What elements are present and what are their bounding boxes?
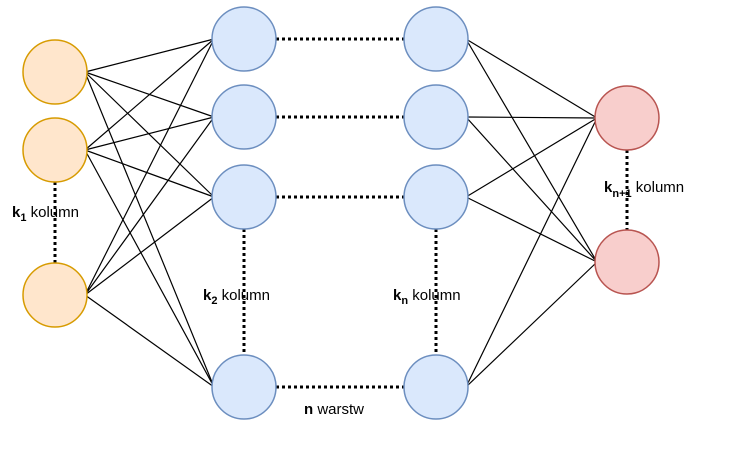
edge-input-2-to-hidden-1-3 [84,294,215,388]
edge-hidden-n-2-to-output-1 [465,196,598,263]
neurons [22,6,660,420]
edge-hidden-n-2-to-output-0 [465,117,598,198]
edge-input-0-to-hidden-1-3 [84,71,215,388]
edge-input-1-to-hidden-1-1 [84,116,215,151]
edge-hidden-n-1-to-output-1 [465,116,598,263]
neuron-output-0 [594,85,660,151]
neuron-hidden-n-0 [403,6,469,72]
edge-hidden-n-0-to-output-1 [465,38,598,263]
neuron-input-1 [22,117,88,183]
edge-input-2-to-hidden-1-0 [84,38,215,296]
label-k2-kolumn: k2 kolumn [203,287,270,307]
dotted-links [53,37,629,389]
neuron-hidden-1-1 [211,84,277,150]
neuron-hidden-1-3 [211,354,277,420]
edge-hidden-n-1-to-output-0 [465,116,598,119]
edge-input-1-to-hidden-1-0 [84,38,215,151]
neuron-output-1 [594,229,660,295]
neuron-hidden-1-0 [211,6,277,72]
edge-hidden-n-3-to-output-1 [465,261,598,388]
edge-input-1-to-hidden-1-2 [84,149,215,198]
neuron-input-0 [22,39,88,105]
edge-input-1-to-hidden-1-3 [84,149,215,388]
neuron-input-2 [22,262,88,328]
connections [84,38,598,388]
label-kn1-kolumn: kn+1 kolumn [604,179,684,200]
neuron-hidden-n-2 [403,164,469,230]
label-n-warstw: n warstw [304,401,364,418]
edge-input-2-to-hidden-1-1 [84,116,215,296]
label-kn-kolumn: kn kolumn [393,287,461,307]
neuron-hidden-1-2 [211,164,277,230]
edge-hidden-n-3-to-output-0 [465,117,598,388]
edge-input-2-to-hidden-1-2 [84,196,215,296]
edge-input-0-to-hidden-1-0 [84,38,215,73]
edge-input-0-to-hidden-1-2 [84,71,215,198]
neuron-hidden-n-3 [403,354,469,420]
label-k1-kolumn: k1 kolumn [12,204,79,224]
edge-hidden-n-0-to-output-0 [465,38,598,119]
neuron-hidden-n-1 [403,84,469,150]
